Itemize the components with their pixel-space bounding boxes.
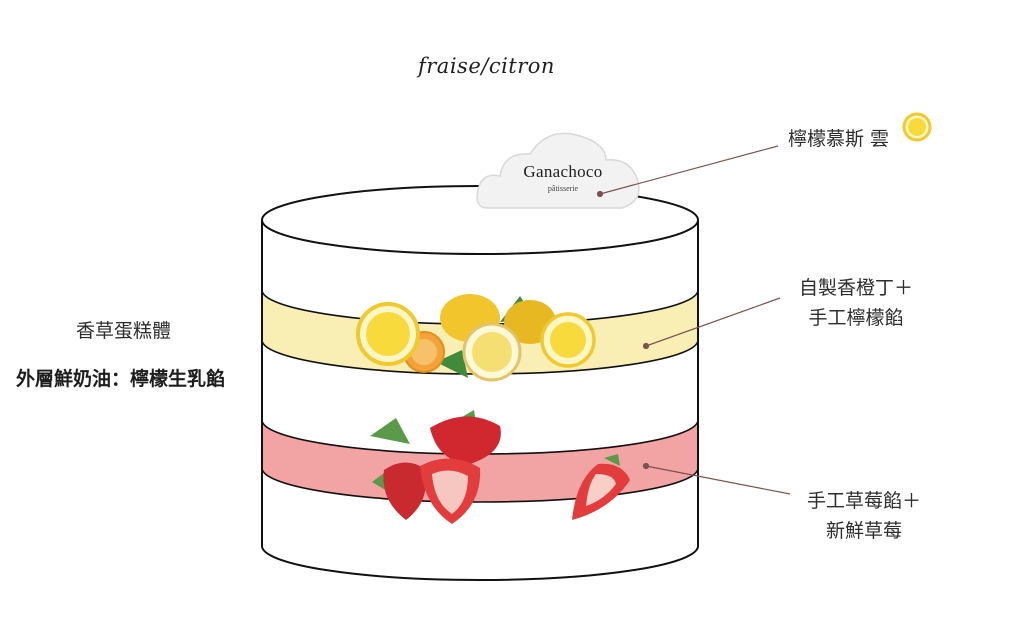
label-strawberry-filling: 手工草莓餡＋ 新鮮草莓 [794,486,934,546]
label-vanilla-sponge: 香草蛋糕體 [76,320,172,342]
label-strawberry-line2: 新鮮草莓 [825,520,902,542]
brand-subtitle: pâtisserie [547,184,579,193]
cake-body [261,220,699,581]
label-orange-lemon-filling: 自製香橙丁＋ 手工檸檬餡 [786,273,926,333]
lemon-fruit-icon [356,294,596,382]
leader-lines [596,145,791,495]
label-orange-line1: 自製香橙丁＋ [798,277,913,299]
cloud-icon [476,132,640,209]
strawberry-fruit-icon [370,410,630,524]
label-lemon-mousse-cloud: 檸檬慕斯 雲 [788,128,890,150]
label-outer-cream: 外層鮮奶油：檸檬生乳餡 [16,368,226,390]
label-strawberry-line1: 手工草莓餡＋ [806,490,921,512]
lemon-slice-icon [902,112,932,142]
brand-name: Ganachoco [523,162,603,181]
label-orange-line2: 手工檸檬餡 [808,307,904,329]
page-title: fraise/citron [418,54,555,78]
